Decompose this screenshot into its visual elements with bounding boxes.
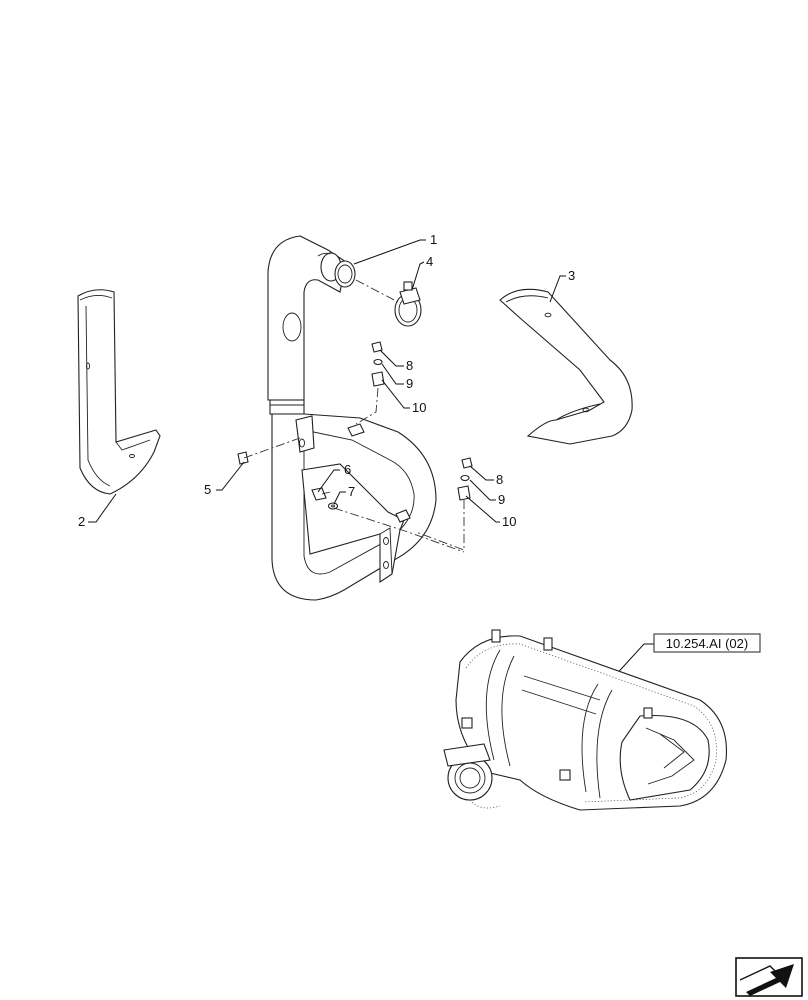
clamp-part-4 xyxy=(394,281,422,327)
previous-page-arrow-icon[interactable] xyxy=(735,957,803,997)
alignment-lines xyxy=(243,279,465,553)
callout-6: 6 xyxy=(344,462,351,477)
leader-lines xyxy=(88,239,656,691)
callout-7: 7 xyxy=(348,484,355,499)
callout-2: 2 xyxy=(78,514,85,529)
callout-labels: 1 2 3 4 5 6 7 8 9 10 8 9 10 xyxy=(78,232,575,529)
callout-10-upper: 10 xyxy=(412,400,426,415)
callout-9-upper: 9 xyxy=(406,376,413,391)
callout-4: 4 xyxy=(426,254,433,269)
fastener-set-lower xyxy=(457,457,473,501)
washer-part-7 xyxy=(327,502,339,510)
muffler-assembly-reference xyxy=(443,629,728,811)
heat-shield-part-3 xyxy=(499,288,633,445)
heat-shield-part-2 xyxy=(77,289,161,495)
reference-label: 10.254.AI (02) xyxy=(666,636,748,651)
bolt-part-6 xyxy=(311,487,331,501)
callout-3: 3 xyxy=(568,268,575,283)
callout-5: 5 xyxy=(204,482,211,497)
callout-8-upper: 8 xyxy=(406,358,413,373)
callout-9-lower: 9 xyxy=(498,492,505,507)
callout-1: 1 xyxy=(430,232,437,247)
callout-8-lower: 8 xyxy=(496,472,503,487)
callout-10-lower: 10 xyxy=(502,514,516,529)
reference-link[interactable]: 10.254.AI (02) xyxy=(653,633,761,653)
exhaust-pipe-part-1 xyxy=(267,235,437,601)
fastener-set-upper xyxy=(371,341,385,387)
screw-part-5 xyxy=(237,451,249,465)
